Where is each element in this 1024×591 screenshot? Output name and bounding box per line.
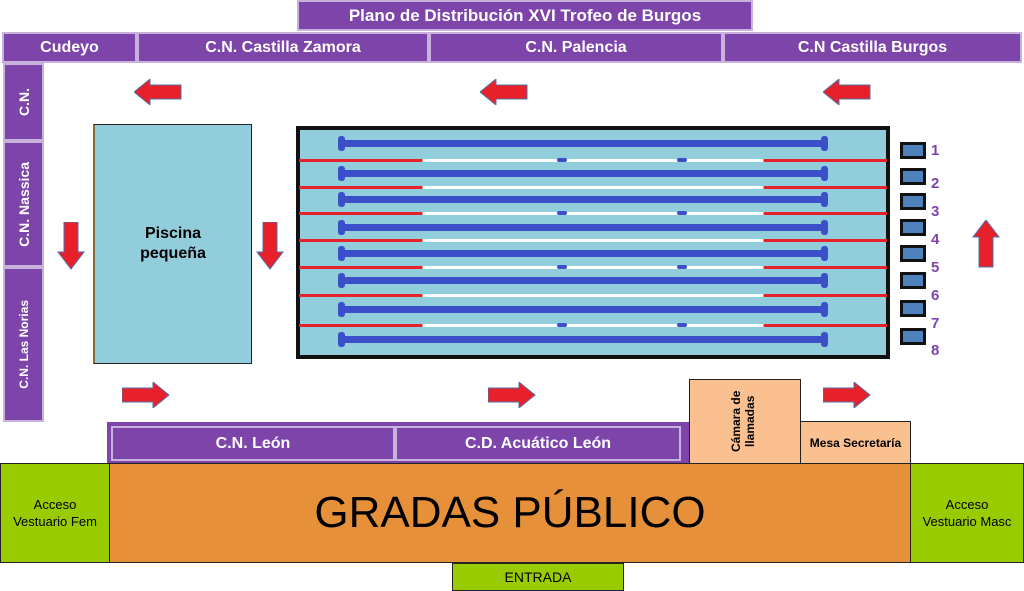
lane-line xyxy=(299,212,887,215)
zone-leon: C.N. León xyxy=(111,426,395,461)
starting-block xyxy=(900,300,926,317)
arrow-left-icon xyxy=(480,79,528,105)
lane-number: 8 xyxy=(931,342,940,359)
arrow-down-icon xyxy=(57,222,85,270)
lane-mark xyxy=(557,323,567,327)
lane-rope xyxy=(338,246,828,261)
zone-castilla-burgos: C.N Castilla Burgos xyxy=(723,32,1022,63)
lane-mark xyxy=(557,265,567,269)
arrow-left-icon xyxy=(134,79,182,105)
arrow-right-icon xyxy=(823,382,871,408)
starting-block xyxy=(900,245,926,262)
page-title: Plano de Distribución XVI Trofeo de Burg… xyxy=(297,0,753,31)
starting-block xyxy=(900,219,926,236)
lane-line xyxy=(299,186,887,189)
lane-mark xyxy=(677,211,687,215)
lane-rope xyxy=(338,220,828,235)
zone-acuatico-leon: C.D. Acuático León xyxy=(395,426,681,461)
lane-mark xyxy=(677,265,687,269)
entrada: ENTRADA xyxy=(452,563,624,591)
lane-mark xyxy=(557,211,567,215)
starting-block xyxy=(900,168,926,185)
small-pool-label: Piscina pequeña xyxy=(140,225,206,262)
lane-rope xyxy=(338,273,828,288)
lane-number: 6 xyxy=(931,287,940,304)
zone-las-norias-label: C.N. Las Norias xyxy=(16,300,31,389)
gradas-publico: GRADAS PÚBLICO xyxy=(109,463,911,563)
lane-line xyxy=(299,159,887,162)
zone-cudeyo: Cudeyo xyxy=(2,32,137,63)
starting-block xyxy=(900,272,926,289)
lane-rope xyxy=(338,166,828,181)
camara-llamadas: Cámara de llamadas xyxy=(689,379,801,464)
zone-nassica: C.N. Nassica xyxy=(3,141,44,267)
lane-rope xyxy=(338,302,828,317)
lane-number: 2 xyxy=(931,175,940,192)
lane-line xyxy=(299,324,887,327)
starting-block xyxy=(900,142,926,159)
starting-block xyxy=(900,193,926,210)
arrow-right-icon xyxy=(488,382,536,408)
lane-number: 3 xyxy=(931,203,940,220)
lane-mark xyxy=(677,323,687,327)
lane-mark xyxy=(677,158,687,162)
starting-block xyxy=(900,328,926,345)
lane-rope xyxy=(338,192,828,207)
zone-nassica-label: C.N. Nassica xyxy=(15,161,32,247)
arrow-down-icon xyxy=(256,222,284,270)
small-pool: Piscina pequeña xyxy=(93,124,252,364)
arrow-right-icon xyxy=(122,382,170,408)
mesa-secretaria: Mesa Secretaría xyxy=(800,421,911,464)
lane-mark xyxy=(557,158,567,162)
arrow-up-icon xyxy=(972,220,1000,268)
lane-line xyxy=(299,239,887,242)
lane-rope xyxy=(338,332,828,347)
acceso-vestuario-masc: Acceso Vestuario Masc xyxy=(910,463,1024,563)
zone-las-norias: C.N. Las Norias xyxy=(3,267,44,422)
arrow-left-icon xyxy=(823,79,871,105)
lane-number: 5 xyxy=(931,259,940,276)
camara-label: Cámara de llamadas xyxy=(729,390,757,453)
main-pool xyxy=(296,126,890,359)
lane-rope xyxy=(338,136,828,151)
zone-cn-label: C.N. xyxy=(15,88,32,116)
zone-castilla-zamora: C.N. Castilla Zamora xyxy=(137,32,429,63)
acceso-vestuario-fem: Acceso Vestuario Fem xyxy=(0,463,110,563)
lane-number: 7 xyxy=(931,315,940,332)
lane-number: 4 xyxy=(931,231,940,248)
lane-number: 1 xyxy=(931,142,940,159)
zone-palencia: C.N. Palencia xyxy=(429,32,723,63)
lane-line xyxy=(299,266,887,269)
lane-line xyxy=(299,294,887,297)
zone-cn: C.N. xyxy=(3,63,44,141)
